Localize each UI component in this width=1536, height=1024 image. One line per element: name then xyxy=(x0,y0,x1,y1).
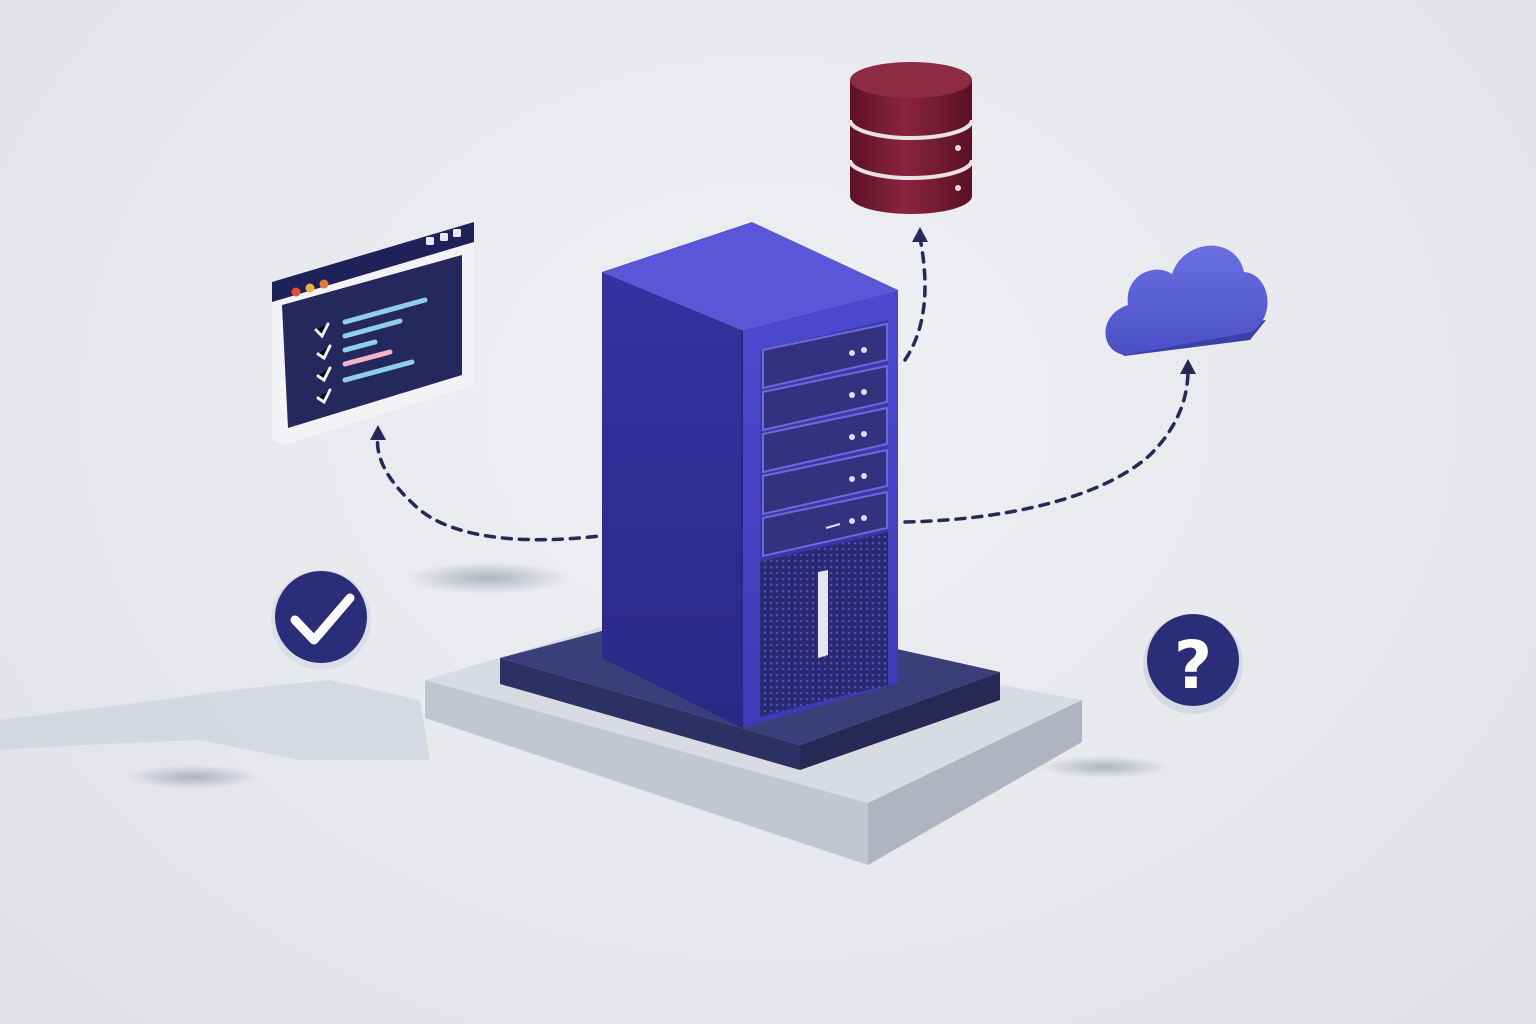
code-window-icon xyxy=(272,222,474,445)
server-power-slot xyxy=(818,570,828,658)
code-lines xyxy=(342,297,428,383)
drive-bay xyxy=(762,490,888,558)
server-top xyxy=(602,222,898,330)
window-close-dot xyxy=(291,287,301,297)
drive-bay xyxy=(762,322,888,390)
server-drive-bays xyxy=(762,322,888,558)
help-badge-glyph: ? xyxy=(1174,627,1212,704)
connector-to-cloud xyxy=(903,368,1190,524)
code-markers xyxy=(314,322,332,405)
connector-to-database xyxy=(903,236,927,362)
floor-shadows xyxy=(0,562,1168,789)
drive-bay xyxy=(762,364,888,432)
drive-bay xyxy=(762,448,888,516)
server-left-side xyxy=(602,272,742,728)
server-tower-icon xyxy=(602,222,898,728)
window-max-dot xyxy=(319,279,329,289)
window-min-dot xyxy=(305,283,315,293)
checkmark-icon xyxy=(271,570,371,670)
drive-bay xyxy=(762,406,888,474)
database-icon xyxy=(848,62,974,214)
cloud-icon xyxy=(1105,245,1268,356)
question-mark-icon: ? xyxy=(1143,614,1243,714)
